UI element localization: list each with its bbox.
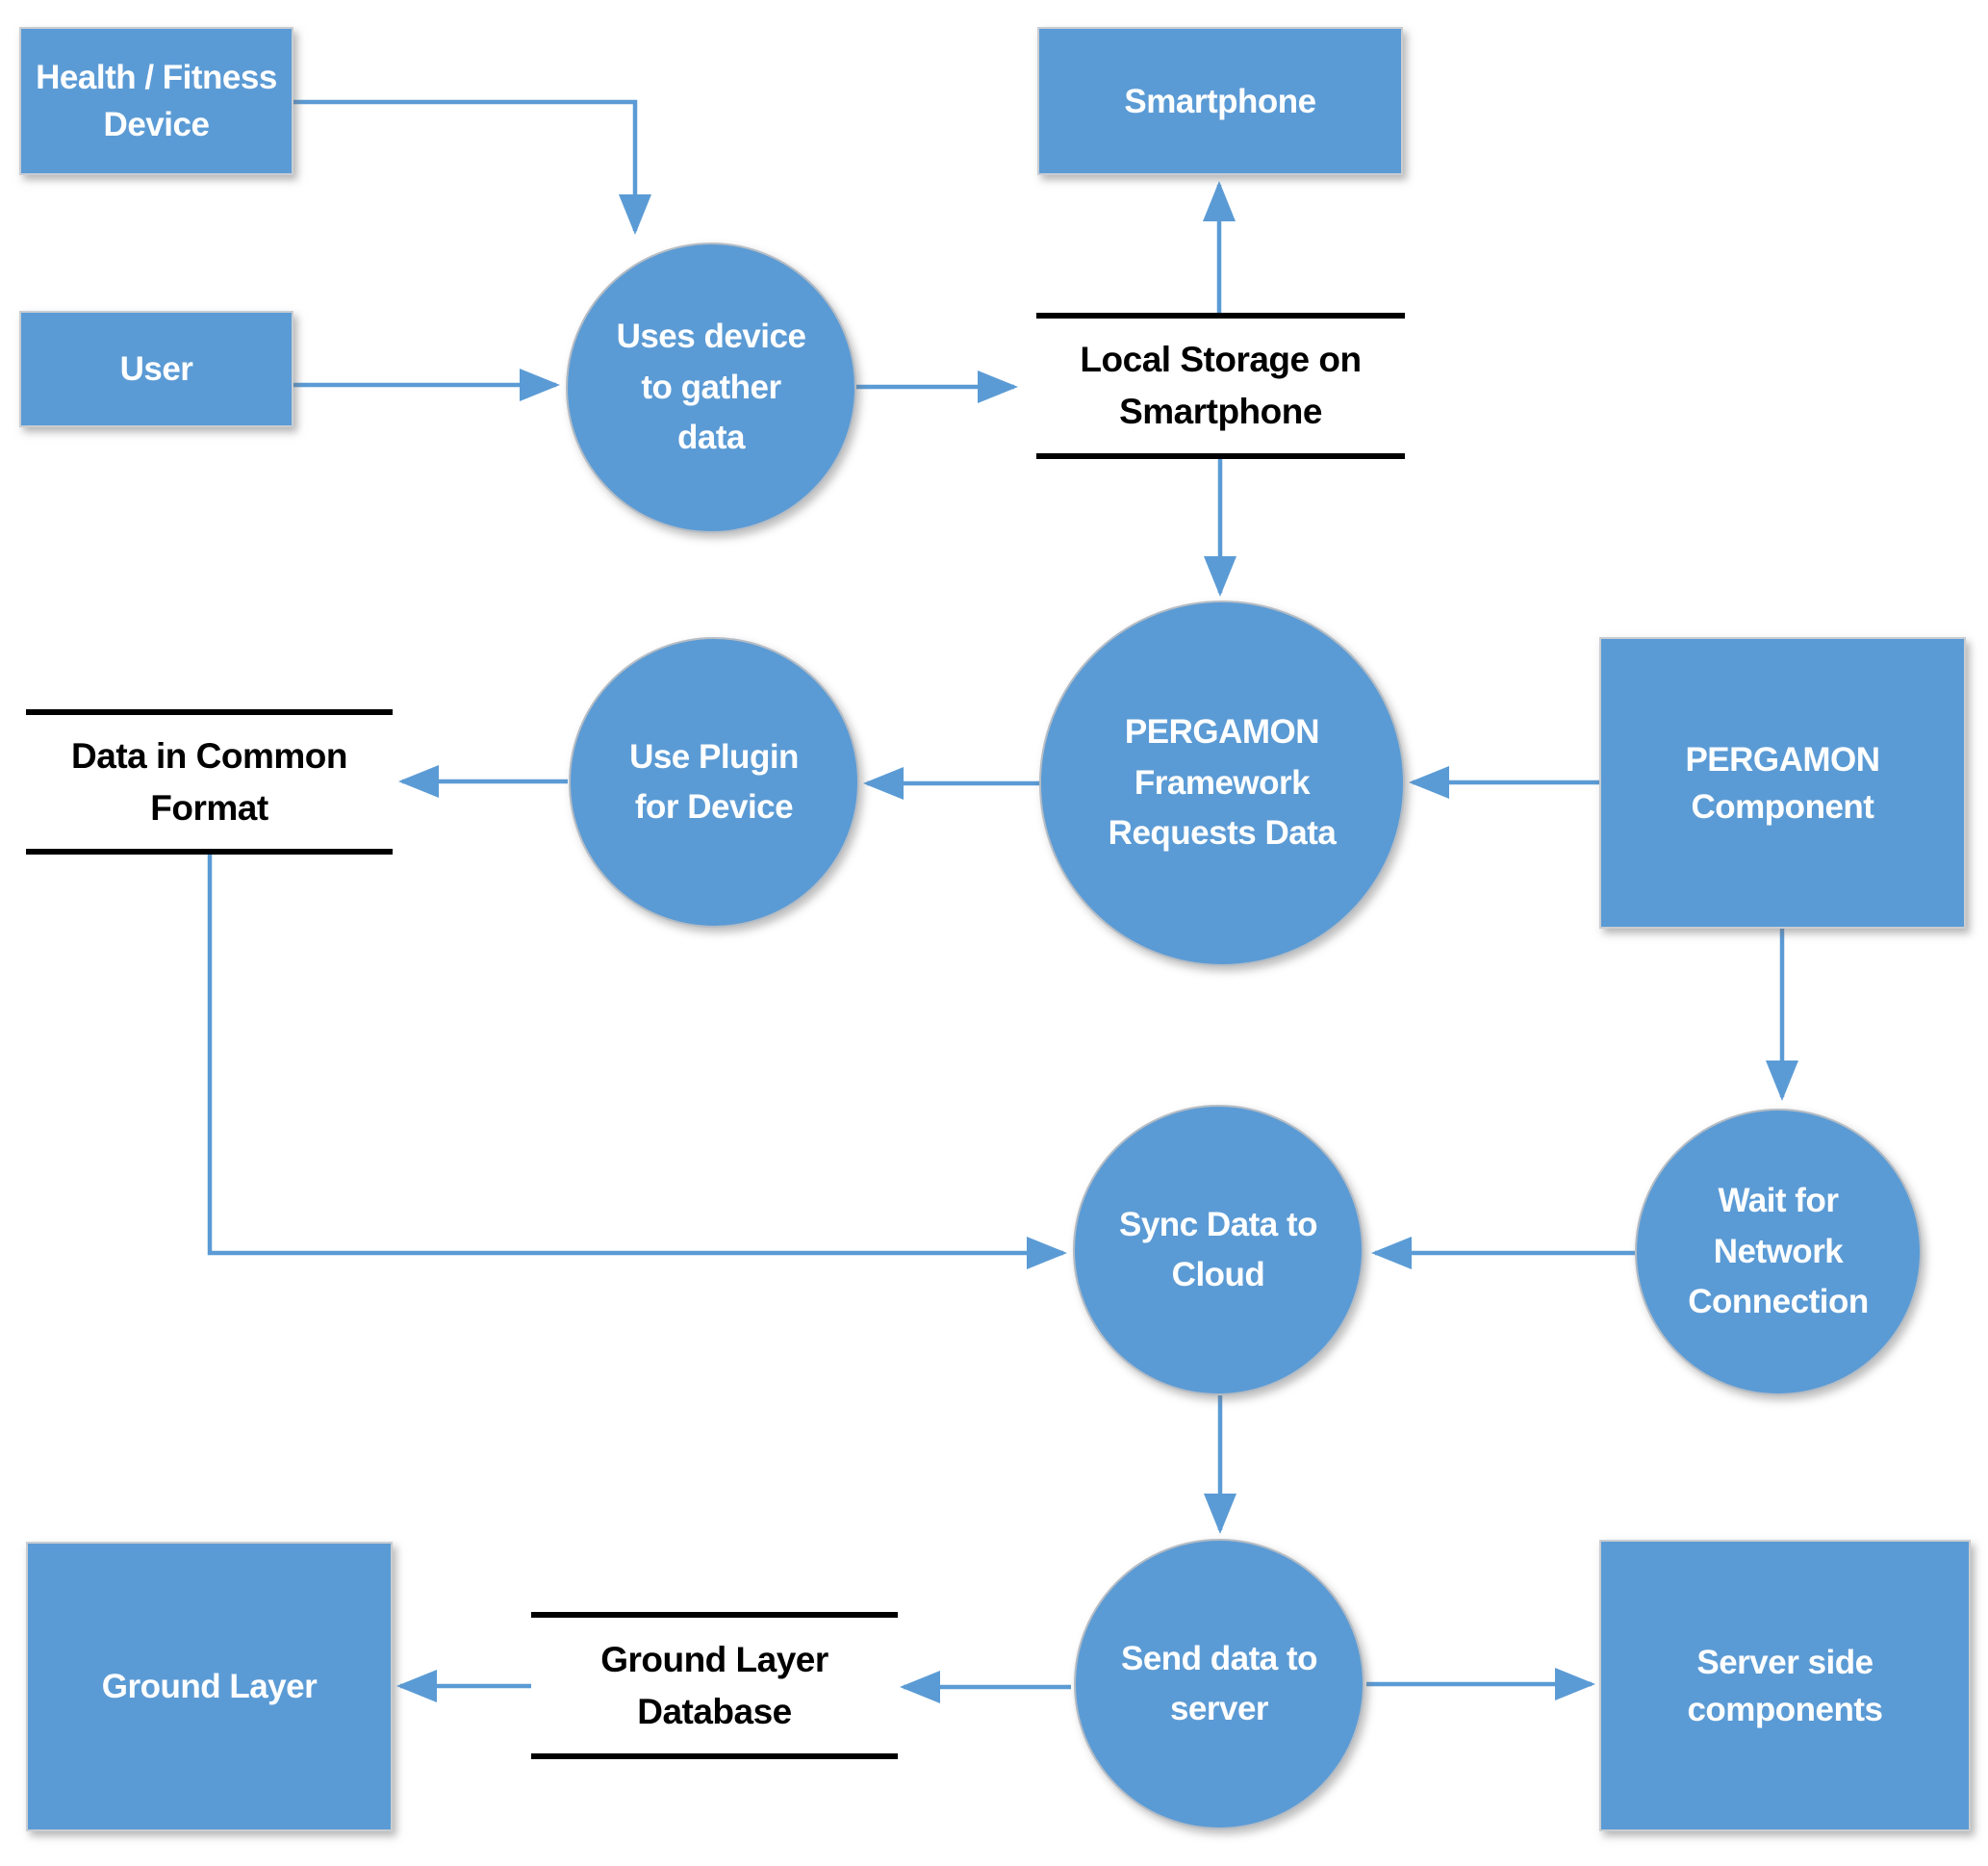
datastore-label: Ground Layer Database [600, 1639, 828, 1731]
datastore-data-in-common-format: Data in Common Format [26, 709, 393, 855]
process-pergamon-framework-requests-data: PERGAMON Framework Requests Data [1039, 601, 1405, 966]
flow-health-to-uses-device [293, 99, 651, 235]
process-uses-device-to-gather-data: Uses device to gather data [566, 243, 856, 533]
process-label: Send data to server [1120, 1639, 1318, 1728]
entity-label: Smartphone [1124, 82, 1316, 120]
datastore-local-storage-on-smartphone: Local Storage on Smartphone [1036, 313, 1405, 459]
entity-label: Server side components [1687, 1643, 1883, 1728]
datastore-label: Data in Common Format [71, 735, 347, 828]
entity-user: User [19, 311, 293, 427]
process-label: Uses device to gather data [616, 318, 806, 457]
entity-ground-layer: Ground Layer [26, 1542, 393, 1831]
entity-pergamon-component: PERGAMON Component [1599, 637, 1966, 929]
entity-label: PERGAMON Component [1685, 740, 1880, 826]
process-label: Wait for Network Connection [1688, 1182, 1869, 1321]
process-label: Use Plugin for Device [629, 737, 799, 827]
process-use-plugin-for-device: Use Plugin for Device [569, 637, 859, 928]
entity-smartphone: Smartphone [1037, 27, 1403, 175]
process-wait-for-network-connection: Wait for Network Connection [1635, 1109, 1922, 1395]
process-sync-data-to-cloud: Sync Data to Cloud [1073, 1105, 1364, 1395]
entity-server-side-components: Server side components [1599, 1540, 1971, 1831]
entity-label: User [119, 350, 193, 388]
process-label: Sync Data to Cloud [1119, 1205, 1318, 1294]
entity-label: Ground Layer [101, 1668, 318, 1705]
flow-common-format-to-sync [207, 855, 1067, 1269]
entity-health-fitness-device: Health / Fitness Device [19, 27, 293, 175]
process-label: PERGAMON Framework Requests Data [1108, 713, 1337, 853]
entity-label: Health / Fitness Device [36, 59, 277, 143]
datastore-ground-layer-database: Ground Layer Database [531, 1612, 898, 1759]
datastore-label: Local Storage on Smartphone [1080, 340, 1362, 431]
process-send-data-to-server: Send data to server [1074, 1539, 1364, 1829]
